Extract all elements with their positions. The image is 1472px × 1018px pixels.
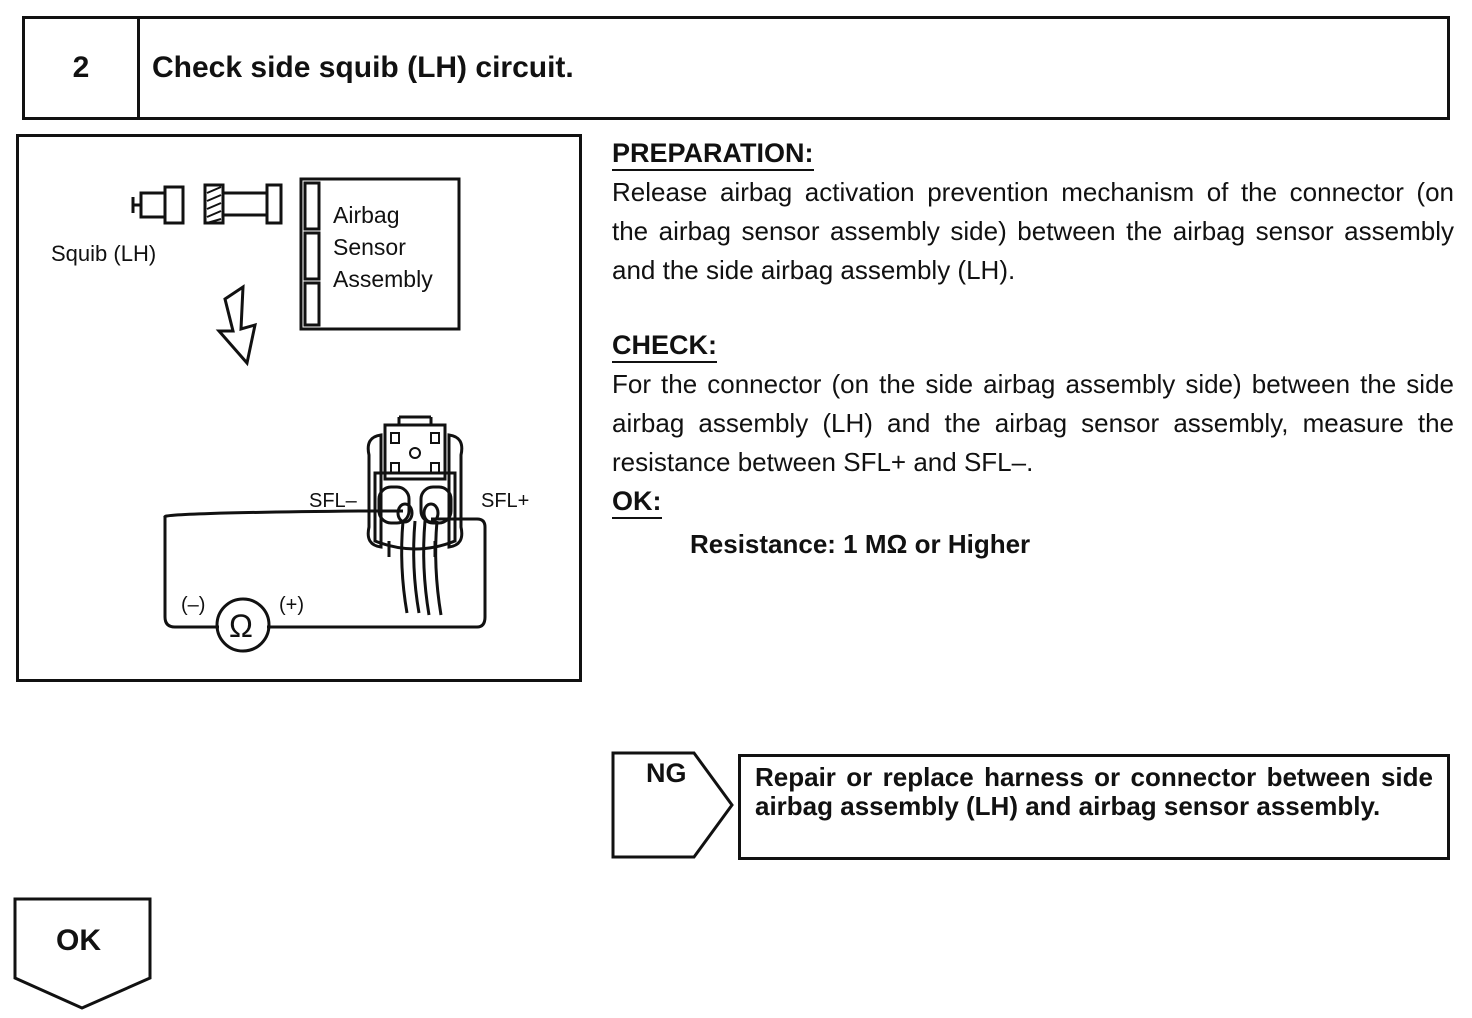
ng-arrow-tag bbox=[611, 751, 734, 859]
meter-minus-label: (–) bbox=[181, 594, 205, 616]
squib-connector-icon bbox=[131, 185, 185, 225]
mating-plug-icon bbox=[203, 183, 283, 225]
preparation-heading: PREPARATION: bbox=[612, 137, 814, 171]
preparation-text: Release airbag activation prevention mec… bbox=[612, 177, 1454, 285]
meter-plus-label: (+) bbox=[279, 594, 304, 616]
step-title: Check side squib (LH) circuit. bbox=[152, 51, 574, 84]
ohmmeter-icon bbox=[215, 597, 271, 653]
sensor-label-line-1: Airbag bbox=[333, 202, 399, 228]
step-header: 2 Check side squib (LH) circuit. bbox=[22, 16, 1450, 120]
squib-label: Squib (LH) bbox=[51, 241, 156, 266]
check-heading: CHECK: bbox=[612, 329, 717, 363]
sfl-plus-label: SFL+ bbox=[481, 490, 529, 512]
sensor-label-line-2: Sensor bbox=[333, 234, 406, 260]
ok-arrow-tag bbox=[13, 897, 152, 1010]
meter-wire bbox=[163, 509, 403, 629]
circuit-diagram: Squib (LH) Airbag Sensor Assembly SFL– S… bbox=[51, 177, 529, 653]
side-connector-icon bbox=[366, 415, 464, 616]
ok-flow-label: OK bbox=[56, 924, 101, 957]
ok-heading: OK: bbox=[612, 485, 662, 519]
airbag-sensor-box bbox=[299, 177, 461, 331]
down-arrow-icon bbox=[215, 284, 257, 367]
ng-label: NG bbox=[646, 758, 687, 788]
circuit-illustration: Squib (LH) Airbag Sensor Assembly SFL– S… bbox=[16, 134, 582, 682]
step-number: 2 bbox=[25, 19, 140, 117]
sensor-label-line-3: Assembly bbox=[333, 266, 433, 292]
sfl-minus-label: SFL– bbox=[309, 490, 358, 512]
ohm-symbol: Ω bbox=[229, 608, 253, 644]
resistance-spec: Resistance: 1 MΩ or Higher bbox=[690, 529, 1031, 559]
check-text: For the connector (on the side airbag as… bbox=[612, 369, 1454, 477]
instructions: PREPARATION: Release airbag activation p… bbox=[612, 134, 1454, 564]
meter-wire-plus bbox=[267, 517, 487, 629]
ng-action-box: Repair or replace harness or connector b… bbox=[738, 754, 1450, 860]
